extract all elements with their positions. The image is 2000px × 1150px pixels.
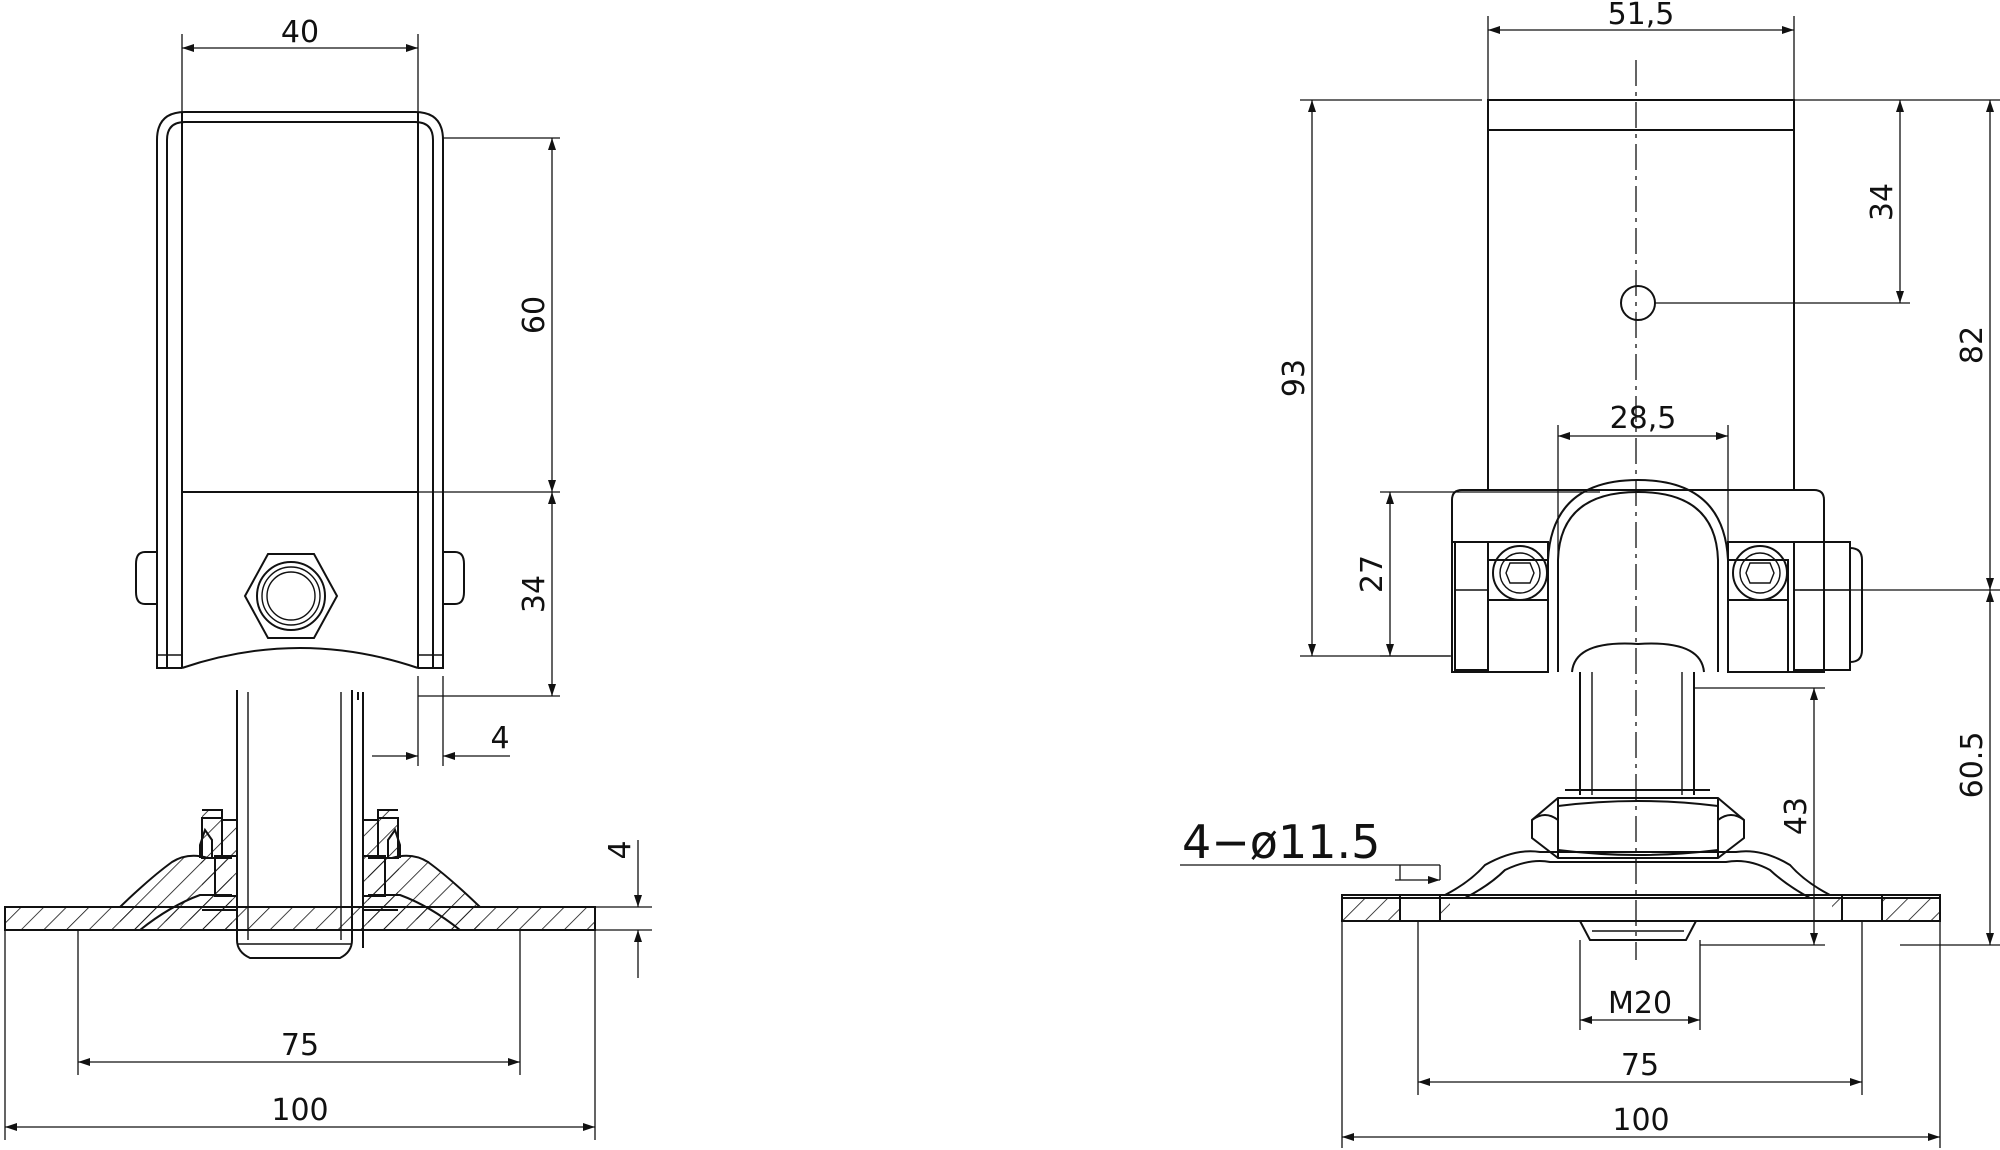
dim-right-base-width: 100 [1612,1103,1669,1138]
dim-left-plate-thickness: 4 [603,840,638,859]
left-hex-bolt [243,553,339,639]
dim-right-clamp-height: 27 [1355,555,1390,593]
dim-right-overall-height: 93 [1277,359,1312,397]
dim-left-hole-spacing: 75 [281,1028,319,1063]
dim-right-pin-height: 34 [1865,183,1900,221]
right-view: 51,5 34 82 93 28,5 27 [1180,0,2000,1148]
dim-right-width-top: 51,5 [1608,0,1675,32]
left-view: 40 60 34 4 4 75 [4,15,652,1140]
dim-left-base-width: 100 [271,1093,328,1128]
dim-right-stud-height: 43 [1779,797,1814,835]
dim-right-thread: M20 [1608,986,1672,1021]
dim-right-holes: 4−ø11.5 [1182,815,1380,869]
right-pin-hole [1620,285,1656,321]
dim-left-width-top: 40 [281,15,319,50]
right-base-plate [1341,850,1941,941]
left-bracket [135,111,465,669]
dim-right-total-height: 82 [1955,326,1990,364]
dim-right-base-height: 60.5 [1955,732,1990,799]
dim-left-height-upper: 60 [517,296,552,334]
right-dimensions: 51,5 34 82 93 28,5 27 [1180,0,2000,1148]
right-hex-nut [1531,789,1745,859]
dim-left-gap: 4 [490,721,509,756]
left-base-plate [4,809,596,931]
right-clamp [1451,478,1863,673]
dim-right-hole-spacing: 75 [1621,1048,1659,1083]
dim-right-clamp-width: 28,5 [1610,401,1677,436]
right-stud [1579,672,1695,795]
left-dimensions: 40 60 34 4 4 75 [4,15,652,1140]
dim-left-height-lower: 34 [517,575,552,613]
